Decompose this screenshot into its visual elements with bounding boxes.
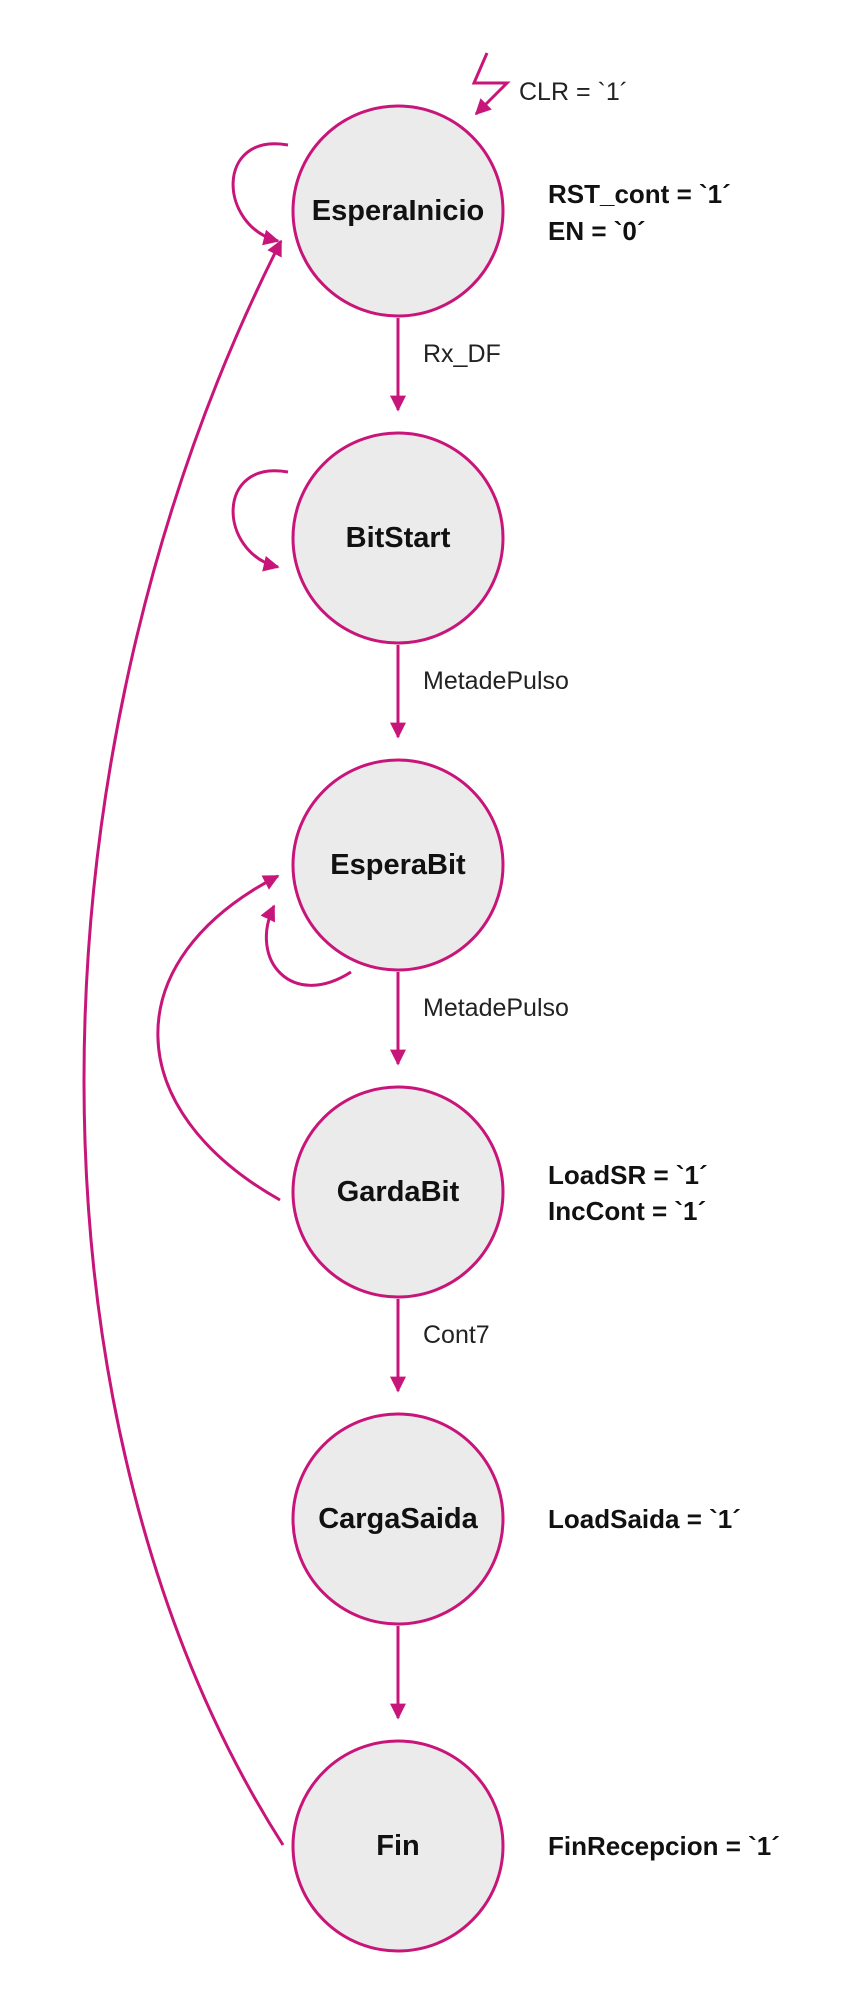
outputs-garda-bit: LoadSR = `1´ IncCont = `1´ (548, 1160, 708, 1226)
reset-label: CLR = `1´ (519, 78, 628, 106)
transition-bit-start-to-espera-bit: MetadePulso (390, 645, 569, 739)
state-espera-bit: EsperaBit (291, 758, 505, 972)
output-line: FinRecepcion = `1´ (548, 1831, 780, 1861)
self-loop-espera-inicio (231, 142, 289, 246)
output-line: IncCont = `1´ (548, 1196, 706, 1226)
transition-label: Rx_DF (423, 340, 501, 368)
self-loop-bit-start (231, 469, 289, 572)
state-garda-bit: GardaBit (291, 1085, 505, 1299)
state-label: EsperaInicio (312, 195, 484, 227)
transition-label: MetadePulso (423, 994, 569, 1022)
state-label: EsperaBit (330, 849, 466, 881)
outputs-espera-inicio: RST_cont = `1´ EN = `0´ (548, 179, 731, 246)
lightning-bolt-icon (471, 52, 511, 116)
transition-garda-bit-to-carga-saida: Cont7 (390, 1299, 490, 1393)
state-carga-saida: CargaSaida (291, 1412, 505, 1626)
state-label: BitStart (346, 522, 451, 554)
output-line: LoadSaida = `1´ (548, 1504, 741, 1534)
outputs-carga-saida: LoadSaida = `1´ (548, 1504, 741, 1534)
self-loop-espera-bit (260, 904, 352, 987)
output-line: RST_cont = `1´ (548, 179, 731, 209)
transition-espera-bit-to-garda-bit: MetadePulso (390, 972, 569, 1066)
state-espera-inicio: EsperaInicio (291, 104, 505, 318)
outputs-fin: FinRecepcion = `1´ (548, 1831, 780, 1861)
transition-label: MetadePulso (423, 667, 569, 695)
reset-indicator: CLR = `1´ (471, 52, 628, 116)
output-line: EN = `0´ (548, 216, 646, 246)
state-label: GardaBit (337, 1176, 460, 1208)
transition-label: Cont7 (423, 1321, 490, 1349)
state-fin: Fin (291, 1739, 505, 1953)
state-label: CargaSaida (318, 1503, 478, 1535)
state-bit-start: BitStart (291, 431, 505, 645)
state-label: Fin (376, 1830, 420, 1862)
output-line: LoadSR = `1´ (548, 1160, 708, 1190)
transition-fin-to-espera-inicio (82, 239, 285, 1846)
transition-garda-bit-to-espera-bit (156, 874, 281, 1202)
transition-espera-inicio-to-bit-start: Rx_DF (390, 318, 501, 412)
